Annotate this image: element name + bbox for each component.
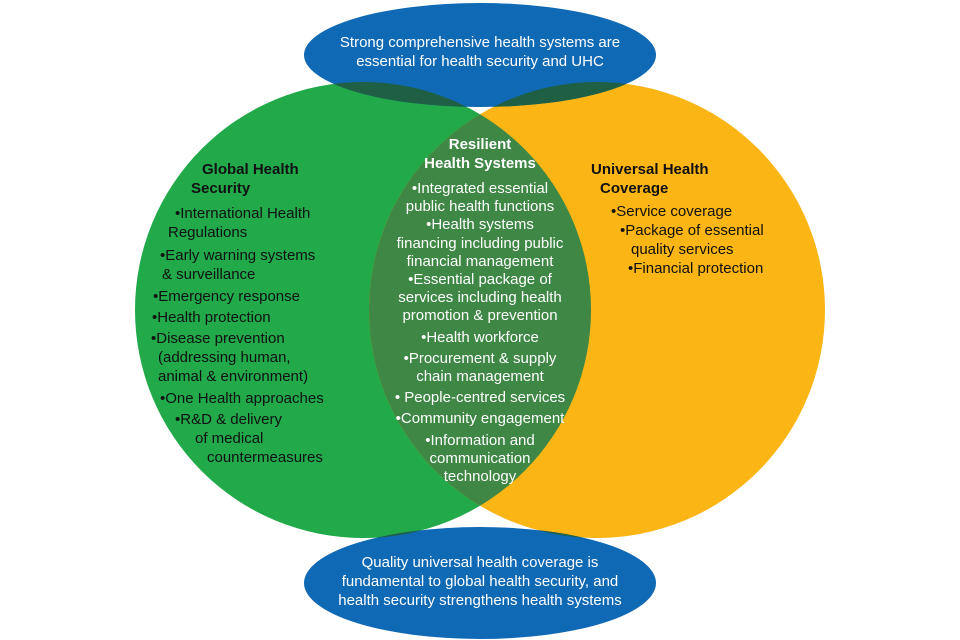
list-item: chain management xyxy=(416,368,544,386)
list-item: quality services xyxy=(631,241,734,258)
rhs-title-line-1: Resilient xyxy=(448,136,512,153)
universal-health-coverage-title: Universal Health Coverage xyxy=(591,160,709,198)
resilient-health-systems-list: •Integrated essential public health func… xyxy=(370,180,590,486)
list-item: •International Health xyxy=(175,205,311,222)
list-item: •Community engagement xyxy=(395,410,565,428)
list-item: •Integrated essential xyxy=(411,180,549,197)
top-banner-text: Strong comprehensive health systems are … xyxy=(310,33,650,71)
list-item: Regulations xyxy=(168,224,248,241)
bottom-banner-text: Quality universal health coverage is fun… xyxy=(300,553,660,610)
list-item: & surveillance xyxy=(162,266,256,283)
list-item: •Information and xyxy=(425,431,535,449)
list-item: public health functions xyxy=(405,198,555,216)
ghs-title-line-1: Global Health xyxy=(202,161,299,178)
list-item: technology xyxy=(443,468,517,486)
ghs-title-line-2: Security xyxy=(191,180,251,197)
list-item: • People-centred services xyxy=(394,389,566,407)
list-item: •Disease prevention xyxy=(151,330,285,347)
uhc-title-line-1: Universal Health xyxy=(591,161,709,178)
resilient-health-systems-overlap xyxy=(369,82,591,538)
top-banner-line-1: Strong comprehensive health systems are xyxy=(339,34,621,51)
list-item: •Early warning systems xyxy=(160,247,316,264)
list-item: services including health xyxy=(398,289,562,307)
list-item: •One Health approaches xyxy=(160,390,324,407)
list-item: countermeasures xyxy=(207,449,323,466)
list-item: (addressing human, xyxy=(158,349,291,366)
bottom-banner-line-1: Quality universal health coverage is xyxy=(361,554,599,571)
global-health-security-list: •International Health Regulations •Early… xyxy=(150,204,324,467)
list-item: of medical xyxy=(195,430,264,447)
list-item: communication xyxy=(429,449,531,467)
list-item: •Health protection xyxy=(152,309,271,326)
top-banner-ellipse xyxy=(304,3,656,107)
global-health-security-title: Global Health Security xyxy=(191,160,299,198)
list-item: •Emergency response xyxy=(153,288,300,305)
list-item: •Health workforce xyxy=(421,328,539,346)
list-item: financial management xyxy=(406,252,554,270)
resilient-health-systems-title: Resilient Health Systems xyxy=(390,135,570,173)
list-item: financing including public xyxy=(396,234,564,252)
rhs-title-line-2: Health Systems xyxy=(424,155,536,172)
list-item: animal & environment) xyxy=(158,368,309,385)
list-item: •Procurement & supply xyxy=(403,349,557,367)
list-item: •Essential package of xyxy=(408,271,552,289)
list-item: •Financial protection xyxy=(628,260,764,277)
bottom-banner-line-3: health security strengthens health syste… xyxy=(338,592,622,609)
uhc-title-line-2: Coverage xyxy=(600,180,669,197)
universal-health-coverage-list: •Service coverage •Package of essential … xyxy=(611,202,764,278)
list-item: •Package of essential xyxy=(620,222,764,239)
bottom-banner-ellipse xyxy=(304,527,656,639)
list-item: •Service coverage xyxy=(611,203,733,220)
list-item: promotion & prevention xyxy=(402,307,558,325)
list-item: •Health systems xyxy=(426,216,534,234)
top-banner-line-2: essential for health security and UHC xyxy=(356,53,604,70)
list-item: •R&D & delivery xyxy=(175,411,282,428)
bottom-banner-line-2: fundamental to global health security, a… xyxy=(341,573,619,590)
